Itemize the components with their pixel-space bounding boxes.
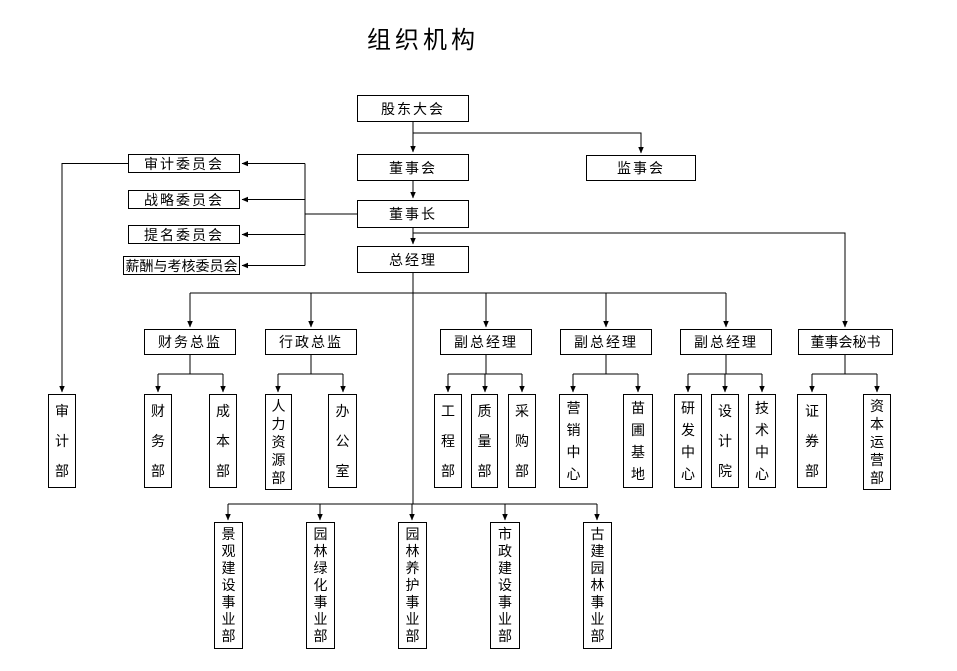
node-landscape-construction-division-label: 景观建设事业部	[221, 526, 236, 644]
node-office-label: 办公室	[335, 403, 350, 479]
node-marketing-center-label: 营销中心	[566, 400, 581, 482]
node-finance-dept: 财务部	[144, 394, 172, 488]
node-securities-dept-label: 证券部	[805, 403, 819, 479]
node-rd-center-label: 研发中心	[681, 400, 695, 482]
node-hr-dept-label: 人力资源部	[271, 398, 286, 486]
node-supervisory-board: 监事会	[586, 155, 696, 181]
node-shareholders-meeting: 股东大会	[357, 95, 469, 122]
node-chairman: 董事长	[357, 200, 469, 228]
node-cost-dept: 成本部	[209, 394, 237, 488]
node-capital-operations-dept: 资本运营部	[863, 394, 891, 490]
node-design-institute: 设计院	[711, 394, 739, 488]
node-ancient-garden-division-label: 古建园林事业部	[590, 526, 605, 644]
node-hr-dept: 人力资源部	[265, 394, 292, 490]
node-audit-committee: 审计委员会	[128, 154, 240, 173]
node-rd-center: 研发中心	[674, 394, 702, 488]
node-design-institute-label: 设计院	[718, 403, 732, 479]
node-general-manager: 总经理	[357, 246, 469, 273]
node-nomination-committee: 提名委员会	[128, 225, 240, 244]
node-quality-dept: 质量部	[471, 394, 498, 488]
node-tech-center: 技术中心	[748, 394, 776, 488]
node-securities-dept: 证券部	[797, 394, 827, 488]
node-garden-maintenance-division: 园林养护事业部	[398, 522, 427, 649]
node-board-secretary: 董事会秘书	[798, 329, 893, 355]
node-garden-greening-division-label: 园林绿化事业部	[313, 526, 328, 644]
node-audit-dept-label: 审计部	[55, 403, 69, 479]
node-admin-director: 行政总监	[265, 329, 357, 355]
page-title: 组织机构	[367, 27, 479, 54]
node-deputy-gm-1: 副总经理	[440, 329, 532, 355]
node-landscape-construction-division: 景观建设事业部	[214, 522, 243, 649]
node-municipal-construction-division-label: 市政建设事业部	[498, 526, 512, 644]
node-engineering-dept-label: 工程部	[441, 403, 455, 479]
node-nursery-base: 苗圃基地	[623, 394, 653, 488]
node-finance-dept-label: 财务部	[151, 403, 165, 479]
node-tech-center-label: 技术中心	[755, 400, 769, 482]
node-capital-operations-dept-label: 资本运营部	[870, 398, 884, 486]
node-procurement-dept-label: 采购部	[515, 403, 529, 479]
node-procurement-dept: 采购部	[508, 394, 536, 488]
node-finance-director: 财务总监	[144, 329, 236, 355]
node-deputy-gm-3: 副总经理	[680, 329, 772, 355]
node-garden-greening-division: 园林绿化事业部	[306, 522, 335, 649]
node-ancient-garden-division: 古建园林事业部	[583, 522, 612, 649]
node-office: 办公室	[328, 394, 357, 488]
node-strategy-committee: 战略委员会	[128, 190, 240, 209]
node-marketing-center: 营销中心	[559, 394, 588, 488]
node-nursery-base-label: 苗圃基地	[631, 400, 645, 482]
node-engineering-dept: 工程部	[434, 394, 462, 488]
node-audit-dept: 审计部	[48, 394, 76, 488]
node-quality-dept-label: 质量部	[477, 403, 492, 479]
node-garden-maintenance-division-label: 园林养护事业部	[405, 526, 420, 644]
node-cost-dept-label: 成本部	[216, 403, 230, 479]
node-board-of-directors: 董事会	[357, 154, 469, 181]
node-deputy-gm-2: 副总经理	[560, 329, 652, 355]
node-municipal-construction-division: 市政建设事业部	[490, 522, 520, 649]
node-remuneration-committee: 薪酬与考核委员会	[123, 256, 240, 275]
